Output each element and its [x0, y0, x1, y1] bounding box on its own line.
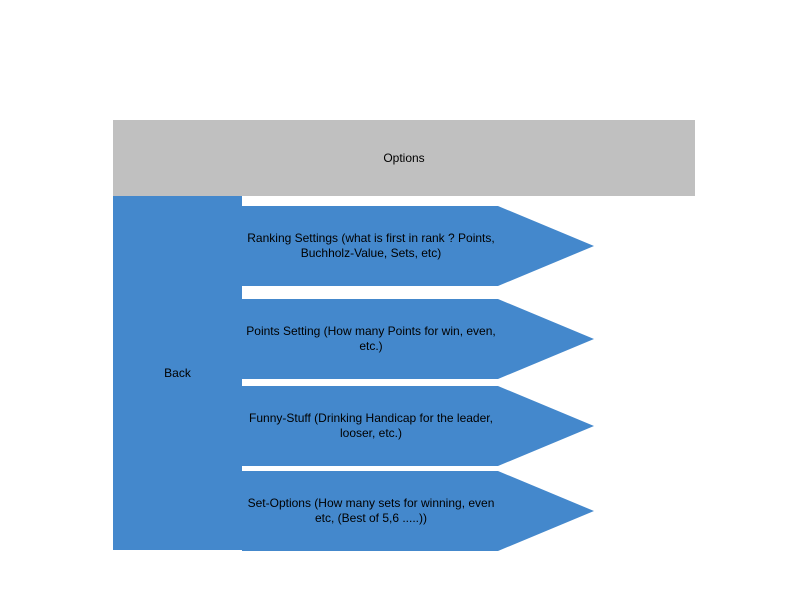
funny-stuff-label: Funny-Stuff (Drinking Handicap for the l… — [249, 411, 493, 440]
funny-stuff-button[interactable]: Funny-Stuff (Drinking Handicap for the l… — [242, 386, 594, 466]
options-title: Options — [383, 151, 425, 165]
funny-stuff-arrow-shape — [242, 386, 594, 466]
set-options-label: Set-Options (How many sets for winning, … — [247, 496, 495, 525]
options-header: Options — [113, 120, 695, 196]
back-button-label: Back — [164, 366, 191, 380]
back-button[interactable]: Back — [113, 196, 242, 550]
set-options-button[interactable]: Set-Options (How many sets for winning, … — [242, 471, 594, 551]
set-options-arrow-shape — [242, 471, 594, 551]
points-setting-button[interactable]: Points Setting (How many Points for win,… — [242, 299, 594, 379]
ranking-settings-label: Ranking Settings (what is first in rank … — [247, 231, 495, 260]
ranking-settings-button[interactable]: Ranking Settings (what is first in rank … — [242, 206, 594, 286]
ranking-settings-arrow-shape — [242, 206, 594, 286]
points-setting-arrow-shape — [242, 299, 594, 379]
points-setting-label: Points Setting (How many Points for win,… — [246, 324, 496, 353]
